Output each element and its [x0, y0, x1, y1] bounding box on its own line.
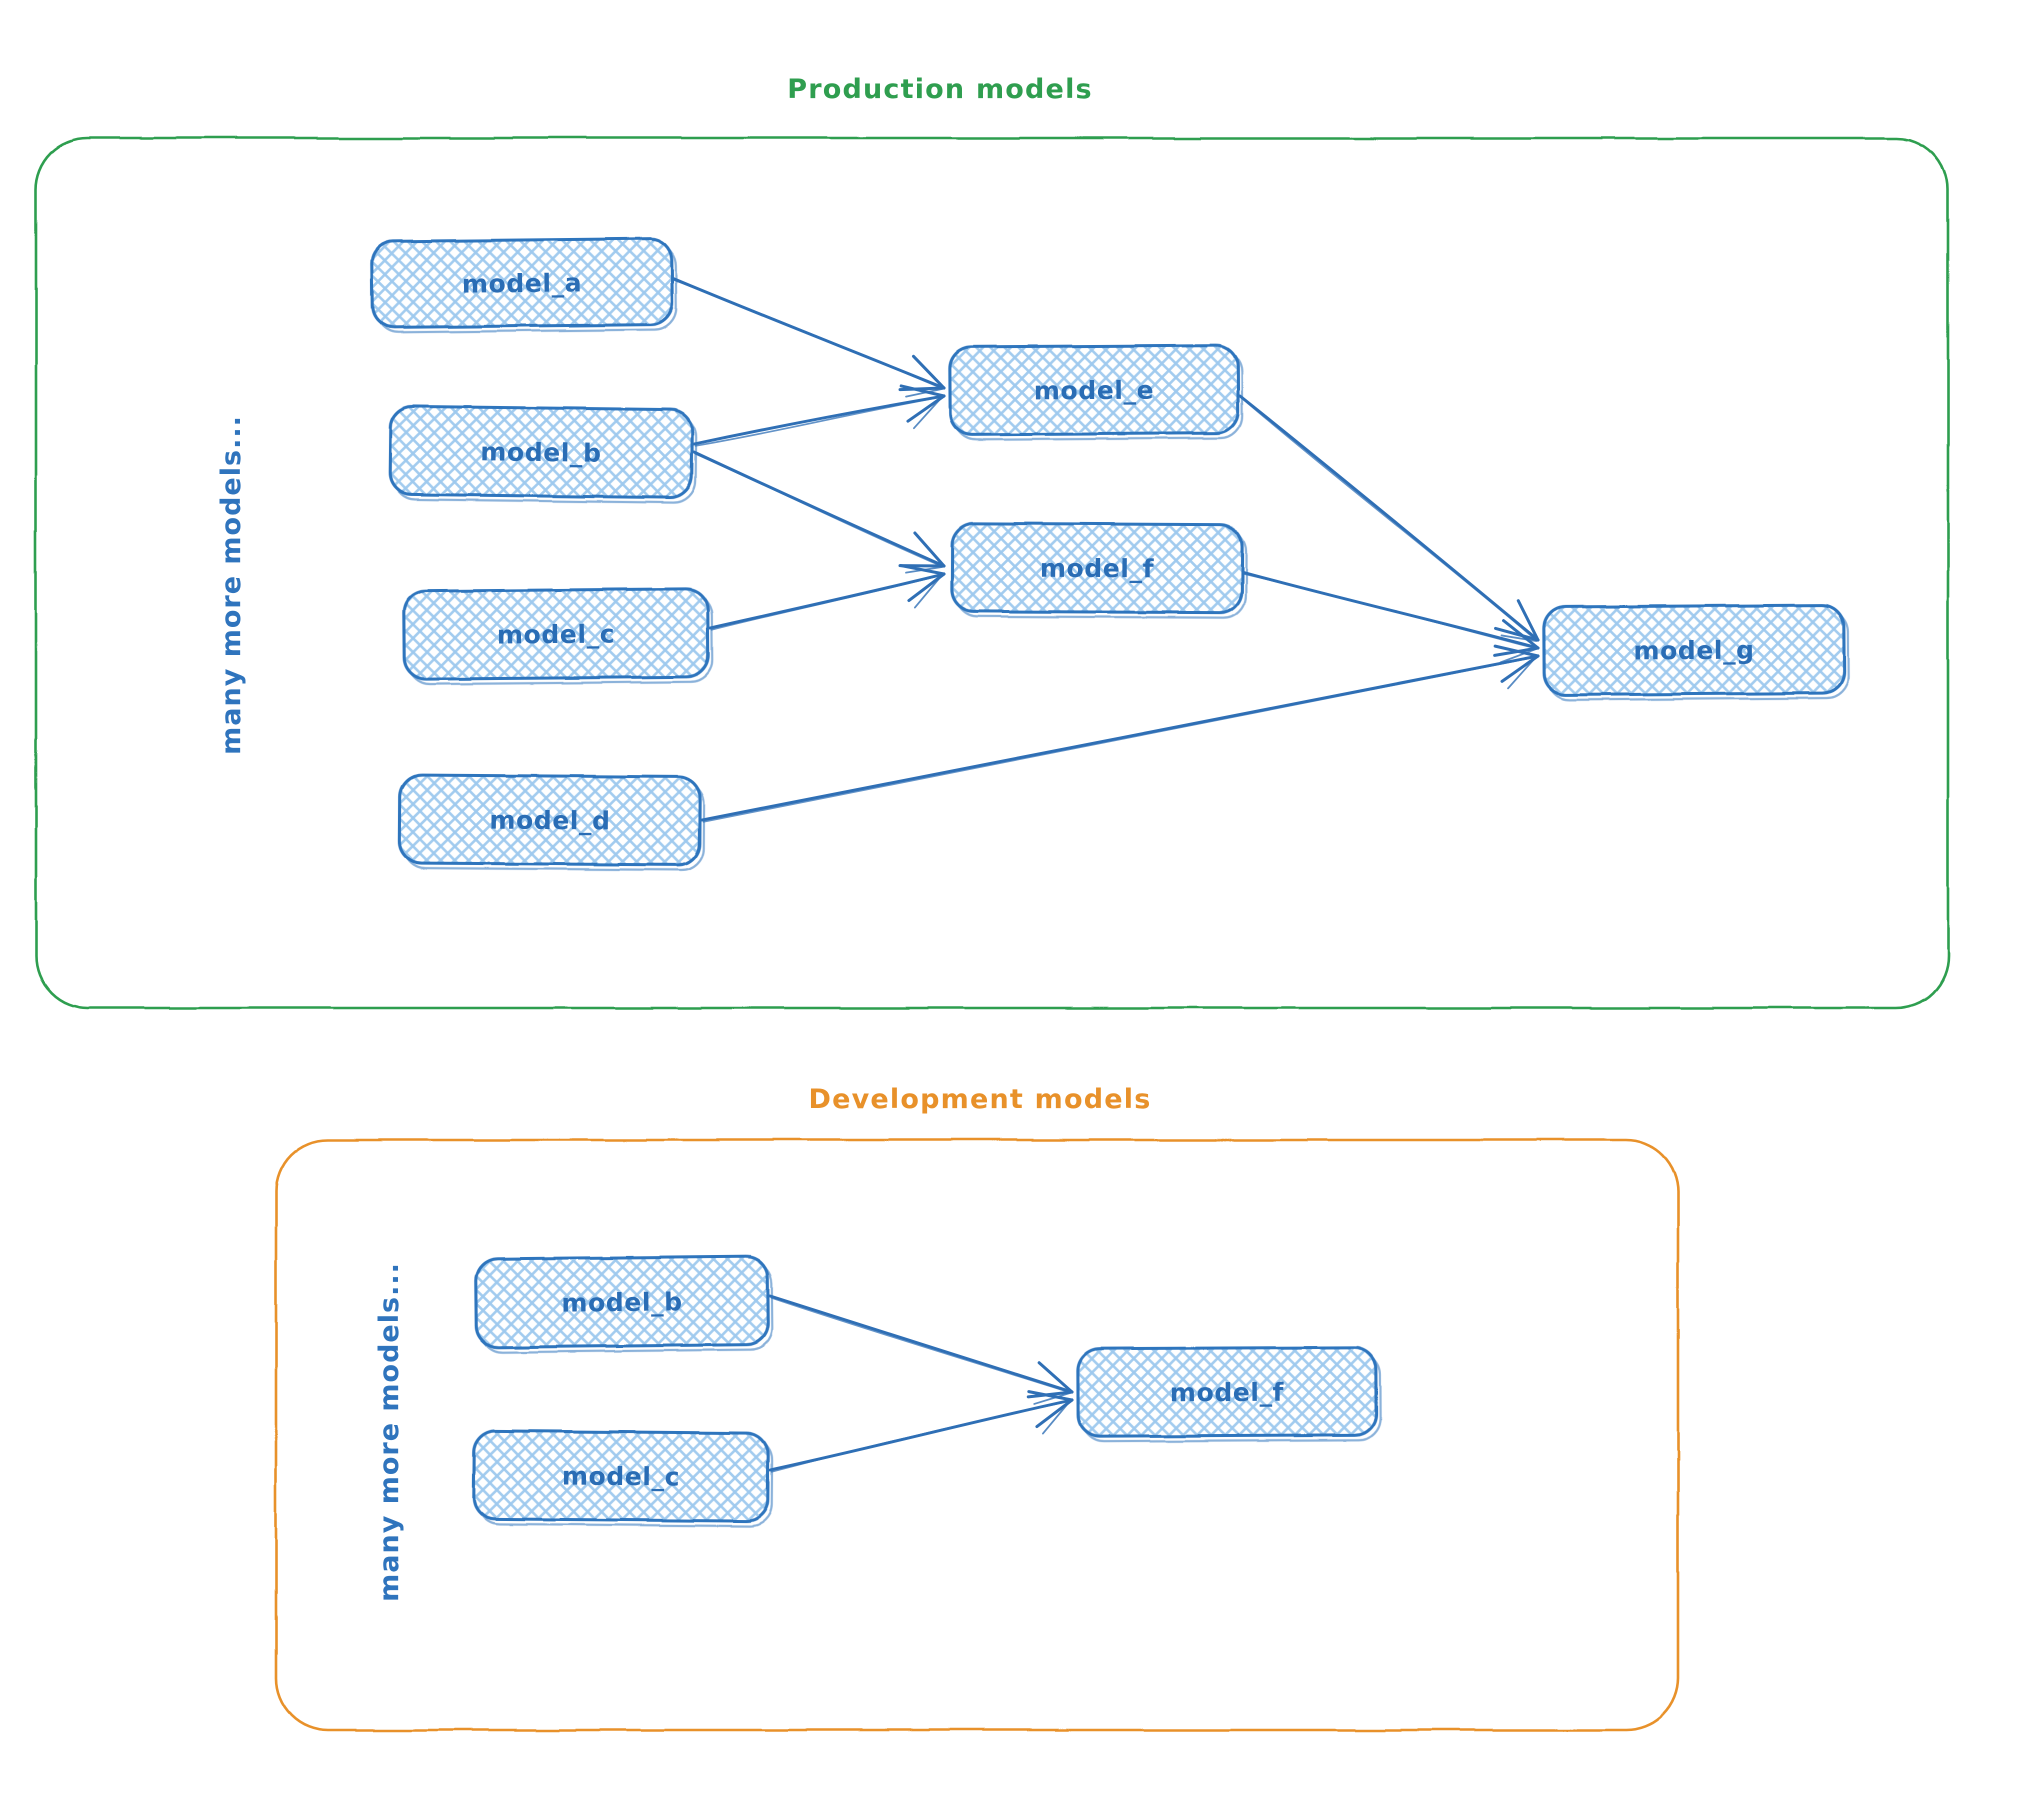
edge-devb-devf	[768, 1294, 1074, 1405]
node-prod_model_b[interactable]: model_b	[388, 404, 698, 504]
node-fill	[951, 523, 1243, 613]
group-side-label-production: many more models...	[216, 415, 247, 755]
node-outline	[1076, 1345, 1378, 1439]
edge-devc-devf	[768, 1390, 1074, 1473]
group-side-label-development: many more models...	[374, 1262, 405, 1602]
node-outline	[1542, 603, 1846, 697]
node-dev_model_c[interactable]: model_c	[472, 1429, 774, 1528]
node-label: model_b	[480, 437, 602, 467]
group-container-production	[34, 136, 1950, 1010]
node-fill	[403, 588, 709, 680]
node-fill	[475, 1256, 769, 1348]
node-label: model_d	[489, 806, 610, 836]
edge-b-e	[692, 384, 946, 447]
edge-d-g	[700, 644, 1540, 823]
node-outline	[948, 343, 1240, 437]
group-title-production: Production models	[787, 74, 1093, 105]
node-outline	[474, 1255, 770, 1349]
node-prod_model_a[interactable]: model_a	[370, 237, 678, 334]
node-prod_model_f[interactable]: model_f	[950, 521, 1248, 619]
edge-e-g	[1238, 394, 1540, 642]
node-fill	[1543, 605, 1845, 695]
group-labels: Production models many more models... Deve…	[216, 74, 1152, 1602]
arrowhead-icon	[1027, 1390, 1074, 1435]
arrowhead-icon	[1493, 644, 1540, 690]
arrowhead-icon	[899, 384, 946, 430]
node-prod_model_d[interactable]: model_d	[398, 773, 706, 872]
node-prod_model_e[interactable]: model_e	[948, 343, 1244, 441]
nodes: model_a model_b model_c model_d model_emodel…	[370, 237, 1850, 1528]
edge-c-f	[708, 564, 946, 631]
group-container-development	[274, 1138, 1680, 1732]
node-label: model_f	[1170, 1378, 1285, 1408]
node-prod_model_g[interactable]: model_g	[1542, 603, 1850, 701]
edge-f-g	[1240, 570, 1540, 664]
node-fill	[1077, 1347, 1377, 1437]
group-containers	[34, 136, 1950, 1732]
node-dev_model_b[interactable]: model_b	[474, 1255, 774, 1354]
node-prod_model_c[interactable]: model_c	[402, 587, 714, 686]
node-label: model_c	[562, 1461, 680, 1491]
node-label: model_c	[497, 619, 615, 649]
node-label: model_g	[1633, 636, 1754, 666]
node-label: model_a	[462, 268, 583, 298]
node-fill	[389, 406, 693, 498]
node-outline	[402, 587, 710, 681]
node-fill	[949, 345, 1239, 435]
edge-a-e	[670, 276, 946, 398]
node-fill	[473, 1430, 769, 1522]
node-label: model_b	[561, 1287, 683, 1317]
node-outline	[950, 521, 1244, 615]
arrowhead-icon	[899, 564, 946, 609]
node-fill	[371, 238, 673, 328]
node-label: model_f	[1040, 554, 1155, 584]
node-fill	[399, 775, 701, 865]
node-dev_model_f[interactable]: model_f	[1076, 1345, 1382, 1443]
node-outline	[472, 1429, 770, 1523]
node-outline	[370, 237, 674, 329]
node-label: model_e	[1034, 376, 1155, 406]
node-outline	[388, 404, 694, 500]
group-title-development: Development models	[809, 1084, 1152, 1115]
edges	[670, 276, 1540, 1473]
node-outline	[398, 773, 702, 867]
edge-b-f	[692, 450, 946, 574]
